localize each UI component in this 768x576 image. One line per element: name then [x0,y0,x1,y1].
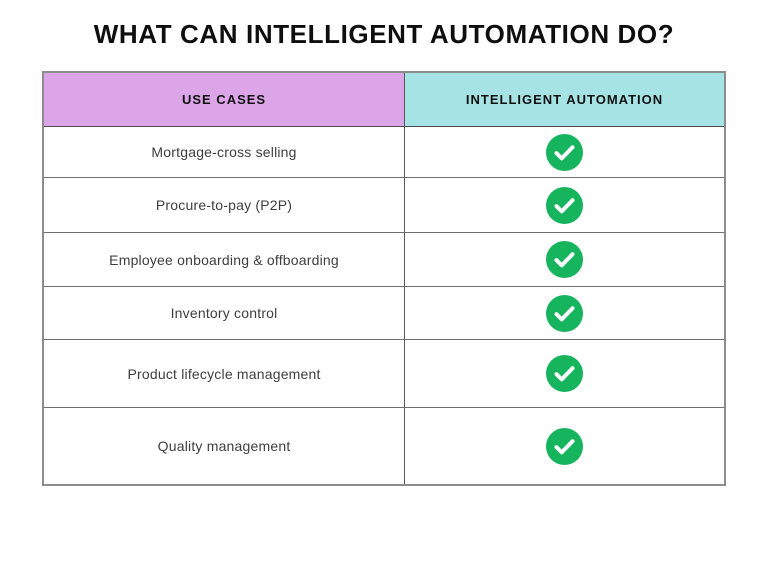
use-case-cell: Procure-to-pay (P2P) [44,178,406,232]
automation-cell [405,287,724,339]
automation-cell [405,408,724,484]
use-case-cell: Inventory control [44,287,406,339]
column-header-use-cases: USE CASES [44,73,406,126]
check-circle-icon [546,294,584,332]
automation-cell [405,178,724,232]
check-circle-icon [546,241,584,278]
table-row: Mortgage-cross selling [44,127,724,178]
use-case-cell: Quality management [44,408,406,484]
table-row: Quality management [44,408,724,484]
table-row: Inventory control [44,287,724,340]
use-case-cell: Employee onboarding & offboarding [44,233,406,286]
column-header-intelligent-automation: INTELLIGENT AUTOMATION [405,73,724,126]
table-row: Employee onboarding & offboarding [44,233,724,287]
table-row: Procure-to-pay (P2P) [44,178,724,233]
use-case-cell: Product lifecycle management [44,340,406,407]
automation-cell [405,340,724,407]
check-circle-icon [546,133,584,171]
comparison-table: USE CASES INTELLIGENT AUTOMATION Mortgag… [42,71,726,486]
page-title: WHAT CAN INTELLIGENT AUTOMATION DO? [93,19,675,49]
table-header-row: USE CASES INTELLIGENT AUTOMATION [44,73,724,127]
automation-cell [405,233,724,286]
check-circle-icon [546,355,584,392]
table-row: Product lifecycle management [44,340,724,408]
check-circle-icon [546,427,584,465]
check-circle-icon [546,186,584,224]
use-case-cell: Mortgage-cross selling [44,127,406,177]
automation-cell [405,127,724,177]
